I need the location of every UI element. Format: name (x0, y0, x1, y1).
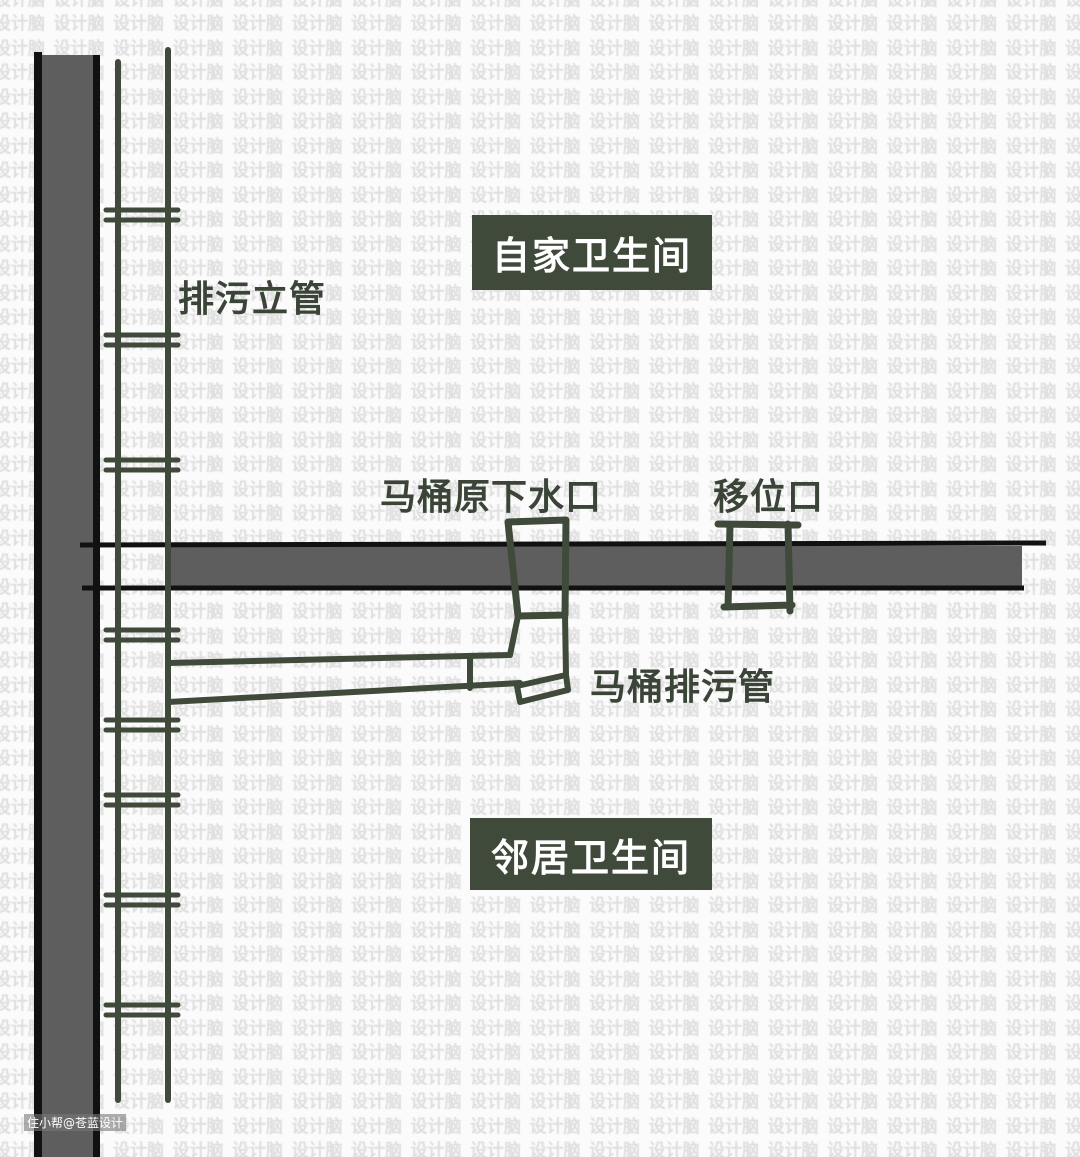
original-outlet-label: 马桶原下水口 (380, 477, 603, 518)
riser-label: 排污立管 (178, 279, 327, 320)
credit-text: 住小帮@苍蓝设计 (24, 1114, 127, 1131)
own-bathroom-label: 自家卫生间 (472, 215, 712, 290)
pipe-clamps (103, 207, 181, 1018)
floor-slab (79, 540, 1047, 591)
toilet-drain-label: 马桶排污管 (590, 667, 776, 708)
relocated-outlet (714, 520, 802, 615)
toilet-drain-pipe (165, 612, 571, 705)
riser-pipe (115, 47, 171, 1103)
relocated-outlet-label: 移位口 (713, 477, 825, 518)
neighbor-bathroom-label: 邻居卫生间 (470, 818, 712, 890)
wall (34, 52, 100, 1157)
